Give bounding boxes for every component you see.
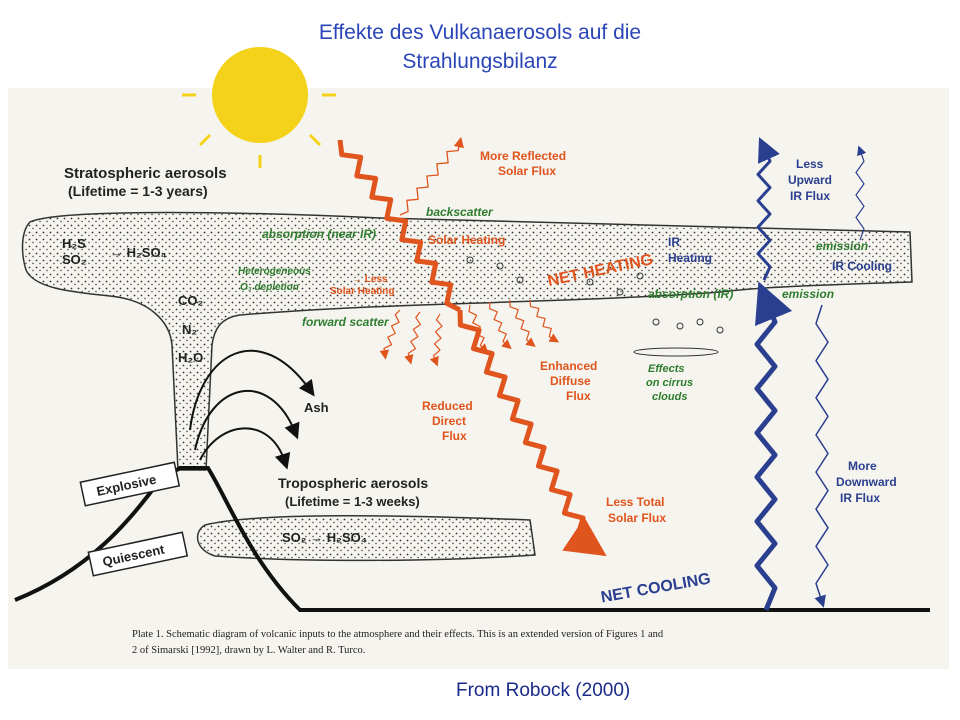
emission-top-label: emission: [816, 239, 868, 253]
forward-scatter-arrow-1: [379, 309, 401, 360]
tropospheric-aerosol-cloud: [196, 514, 536, 562]
ir-heating-line2: Heating: [668, 251, 712, 265]
diffuse-arrow-1: [468, 304, 489, 354]
downward-ir-arrow: [814, 304, 829, 608]
direct-solar-arrow: [457, 309, 607, 557]
trop-title: Tropospheric aerosols: [278, 475, 428, 491]
caption-line1: Plate 1. Schematic diagram of volcanic i…: [132, 629, 664, 640]
diffuse-arrow-4: [529, 299, 560, 343]
diffuse-arrow-2: [488, 301, 512, 350]
h2so4-label: → H₂SO₄: [110, 245, 167, 260]
h2s-label: H₂S: [62, 236, 86, 251]
absorption-ir-label: absorption (IR): [648, 287, 733, 301]
effects-line1: Effects: [648, 363, 684, 375]
forward-scatter-arrow-2: [404, 311, 421, 365]
volcano: [14, 466, 880, 612]
less-upward-line2: Upward: [788, 173, 832, 187]
absorption-nearir-label: absorption (near IR): [262, 227, 376, 241]
n2-label: N₂: [182, 322, 197, 337]
strat-title: Stratospheric aerosols: [64, 165, 227, 182]
emission-up-arrow: [855, 145, 867, 241]
co2-label: CO₂: [178, 293, 204, 308]
so2-label: SO₂: [62, 252, 87, 267]
ash-trajectories: [189, 349, 315, 470]
less-label: → Less: [352, 274, 388, 285]
stratospheric-aerosol-layer: [21, 211, 913, 471]
less-solar-heating-label: Solar Heating: [330, 286, 394, 297]
strat-lifetime: (Lifetime = 1-3 years): [68, 183, 208, 199]
heterogeneous-label: Heterogeneous: [238, 266, 311, 277]
less-total-line2: Solar Flux: [608, 511, 666, 525]
less-total-line1: Less Total: [606, 495, 664, 509]
cirrus-cloud: [633, 347, 719, 357]
more-reflected-line1: More Reflected: [480, 149, 566, 163]
h2o-label: H₂O: [178, 350, 203, 365]
upward-ir-arrow-lower: [754, 281, 793, 611]
effects-line3: clouds: [652, 391, 687, 403]
upward-ir-arrow-upper: [756, 137, 780, 281]
explosive-box: Explosive: [79, 461, 181, 507]
reduced-line3: Flux: [442, 429, 467, 443]
slide-title-line1: Effekte des Vulkanaerosols auf die: [318, 21, 642, 44]
slide-title-line2: Strahlungsbilanz: [402, 50, 558, 73]
more-reflected-line2: Solar Flux: [498, 164, 556, 178]
ir-heating-line1: IR: [668, 235, 680, 249]
net-cooling-label: NET COOLING: [600, 570, 712, 606]
incoming-solar-arrow: [337, 139, 462, 313]
reflected-solar-arrow: [399, 136, 464, 216]
trop-reaction: SO₂ → H₂SO₄: [282, 530, 367, 545]
forward-scatter-arrow-3: [429, 313, 443, 367]
figure-background: [8, 88, 949, 669]
enhanced-line3: Flux: [566, 389, 591, 403]
solar-radiation-arrows: [337, 136, 607, 557]
sun-icon: [182, 47, 336, 168]
caption-line2: 2 of Simarski [1992], drawn by L. Walter…: [132, 645, 365, 656]
more-downward-line1: More: [848, 459, 877, 473]
slide-title: Effekte des Vulkanaerosols auf die Strah…: [0, 18, 960, 76]
less-upward-line1: Less: [796, 157, 824, 171]
infrared-radiation-arrows: [754, 137, 867, 611]
less-upward-line3: IR Flux: [790, 189, 830, 203]
enhanced-line1: Enhanced: [540, 359, 597, 373]
quiescent-box: Quiescent: [87, 531, 189, 577]
reduced-line2: Direct: [432, 414, 466, 428]
forward-scatter-label: forward scatter: [302, 315, 390, 329]
trop-lifetime: (Lifetime = 1-3 weeks): [285, 494, 420, 509]
solar-heating-label: Solar Heating: [428, 233, 505, 247]
effects-line2: on cirrus: [646, 377, 693, 389]
enhanced-line2: Diffuse: [550, 374, 591, 388]
ir-cooling-label: IR Cooling: [832, 259, 892, 273]
emission-bottom-label: emission: [782, 287, 834, 301]
aerosol-droplets: [466, 256, 724, 334]
more-downward-line3: IR Flux: [840, 491, 880, 505]
more-downward-line2: Downward: [836, 475, 897, 489]
ash-label: Ash: [304, 400, 329, 415]
source-credit: From Robock (2000): [456, 680, 631, 701]
o3-depletion-label: O₃ depletion: [240, 282, 299, 293]
backscatter-label: backscatter: [426, 205, 494, 219]
reduced-line1: Reduced: [422, 399, 473, 413]
diffuse-arrow-3: [509, 299, 536, 347]
